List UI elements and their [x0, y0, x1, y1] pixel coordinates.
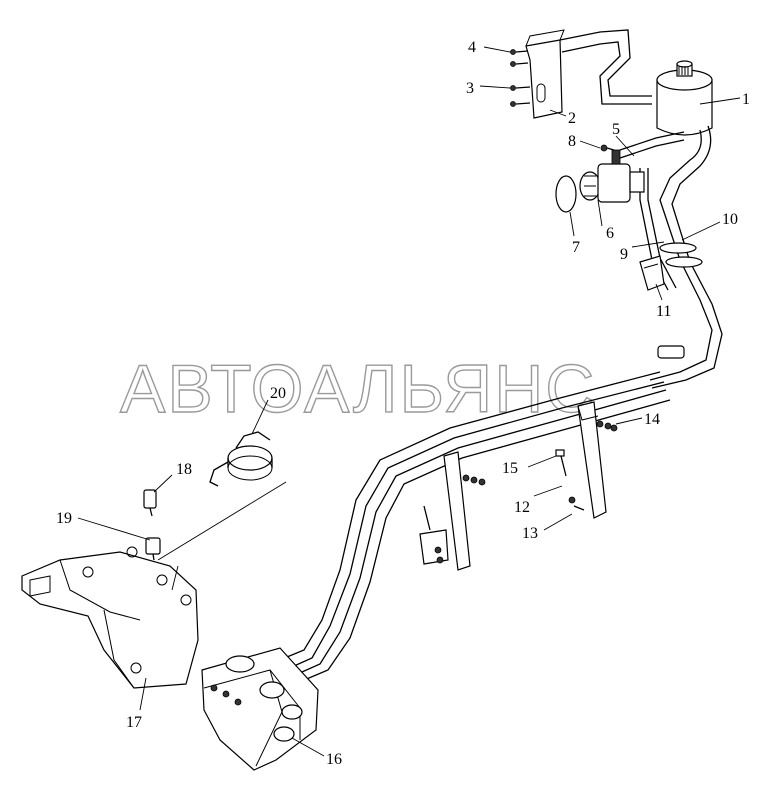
line-bracket-right — [555, 401, 618, 519]
callout-14: 14 — [644, 411, 660, 428]
reservoir-bracket — [525, 29, 652, 119]
callout-15: 15 — [502, 460, 518, 477]
line-bracket-lower — [419, 505, 449, 565]
callout-3: 3 — [466, 80, 474, 97]
leader-lines — [77, 46, 741, 757]
pressure-sensor-18 — [143, 489, 157, 517]
callout-10: 10 — [722, 211, 738, 228]
hose-clamps — [657, 242, 703, 359]
callout-19: 19 — [56, 510, 72, 527]
line-bracket-middle — [443, 451, 486, 571]
pump-mounting-bracket — [21, 546, 199, 689]
callout-17: 17 — [126, 714, 142, 731]
callout-9: 9 — [620, 246, 628, 263]
oil-reservoir — [656, 60, 713, 136]
callout-16: 16 — [326, 751, 342, 768]
pressure-lines — [269, 371, 671, 687]
callout-18: 18 — [176, 461, 192, 478]
bracket-part-11 — [639, 255, 665, 291]
callout-8: 8 — [568, 133, 576, 150]
callouts: 1 2 3 4 5 6 7 8 9 10 11 12 13 14 15 16 1… — [56, 39, 750, 768]
callout-6: 6 — [606, 225, 614, 242]
callout-12: 12 — [514, 499, 530, 516]
callout-11: 11 — [656, 303, 671, 320]
bracket-bolts — [510, 49, 531, 107]
callout-4: 4 — [468, 39, 476, 56]
callout-7: 7 — [572, 239, 580, 256]
callout-20: 20 — [270, 385, 286, 402]
callout-5: 5 — [612, 121, 620, 138]
pressure-sensor-19 — [145, 537, 161, 561]
steering-pump — [201, 647, 319, 771]
callout-2: 2 — [568, 110, 576, 127]
hose-clamp-20 — [209, 431, 273, 487]
callout-13: 13 — [522, 525, 538, 542]
filter-assembly — [555, 144, 645, 213]
watermark-text: АВТОАЛЬЯНС — [120, 351, 596, 427]
callout-1: 1 — [742, 91, 750, 108]
